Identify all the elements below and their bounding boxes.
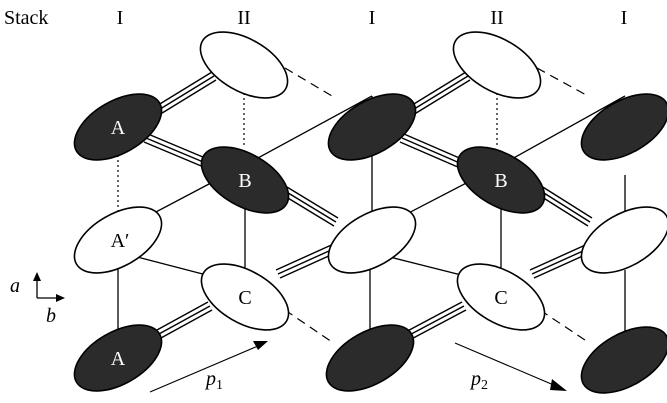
molecule-A-mid (327, 93, 417, 161)
axis-b-arrowhead (56, 294, 65, 302)
molecule-C-left (200, 263, 290, 331)
axis-indicator: a b (10, 272, 65, 327)
dashed-bottom-mid (284, 309, 333, 343)
vector-p1: p1 (149, 341, 268, 393)
molecule-B-left (200, 146, 290, 214)
label-A-top: A (111, 117, 126, 139)
vector-p2: p2 (454, 342, 567, 393)
diag-B-to-A-mid (244, 95, 373, 166)
label-B-left: B (238, 170, 251, 192)
axis-a-label: a (10, 275, 20, 297)
lattice-dashed-lines (284, 67, 589, 343)
axis-b-label: b (46, 305, 56, 327)
molecule-A-prime-left (73, 206, 163, 274)
molecule-A-right (580, 93, 667, 161)
label-A-prime-left: A′ (111, 230, 130, 252)
vector-p1-line (149, 345, 259, 393)
stack-column-3: I (369, 7, 376, 29)
bond-A-to-B-left (143, 133, 211, 169)
axis-a-arrowhead (33, 272, 41, 281)
vector-p2-arrowhead (550, 379, 567, 391)
stack-label: Stack (4, 7, 48, 29)
molecule-top-II-left (199, 31, 289, 99)
stack-column-5: I (621, 7, 628, 29)
diag-B-to-A-right (500, 95, 626, 166)
molecule-A-bottom (73, 324, 163, 392)
molecule-A-prime-mid (327, 206, 417, 274)
vector-p1-arrowhead (253, 341, 268, 350)
bond-midA-to-B-right (399, 133, 465, 169)
dashed-top-mid (284, 67, 333, 97)
label-C-left: C (238, 287, 251, 309)
stack-column-1: I (117, 7, 124, 29)
molecule-bottom-mid (325, 324, 415, 392)
molecule-top-II-right (452, 31, 542, 99)
molecule-A-top (73, 93, 163, 161)
stack-header: Stack I II I II I (4, 7, 627, 29)
vector-p2-line (454, 342, 557, 387)
molecules (73, 31, 667, 394)
vector-p1-label: p1 (204, 368, 223, 393)
stack-column-4: II (490, 7, 503, 29)
dashed-bottom-right (539, 309, 589, 343)
molecule-A-prime-right (580, 206, 667, 274)
molecule-bottom-right (580, 326, 667, 394)
molecule-labels: A B B A′ C C A (111, 117, 508, 370)
vector-p2-label: p2 (469, 368, 488, 393)
molecule-C-right (456, 263, 546, 331)
dashed-top-right (536, 67, 589, 97)
stack-column-2: II (237, 7, 250, 29)
label-C-right: C (494, 287, 507, 309)
molecule-B-right (456, 146, 546, 214)
label-B-right: B (494, 170, 507, 192)
label-A-bottom: A (111, 348, 126, 370)
